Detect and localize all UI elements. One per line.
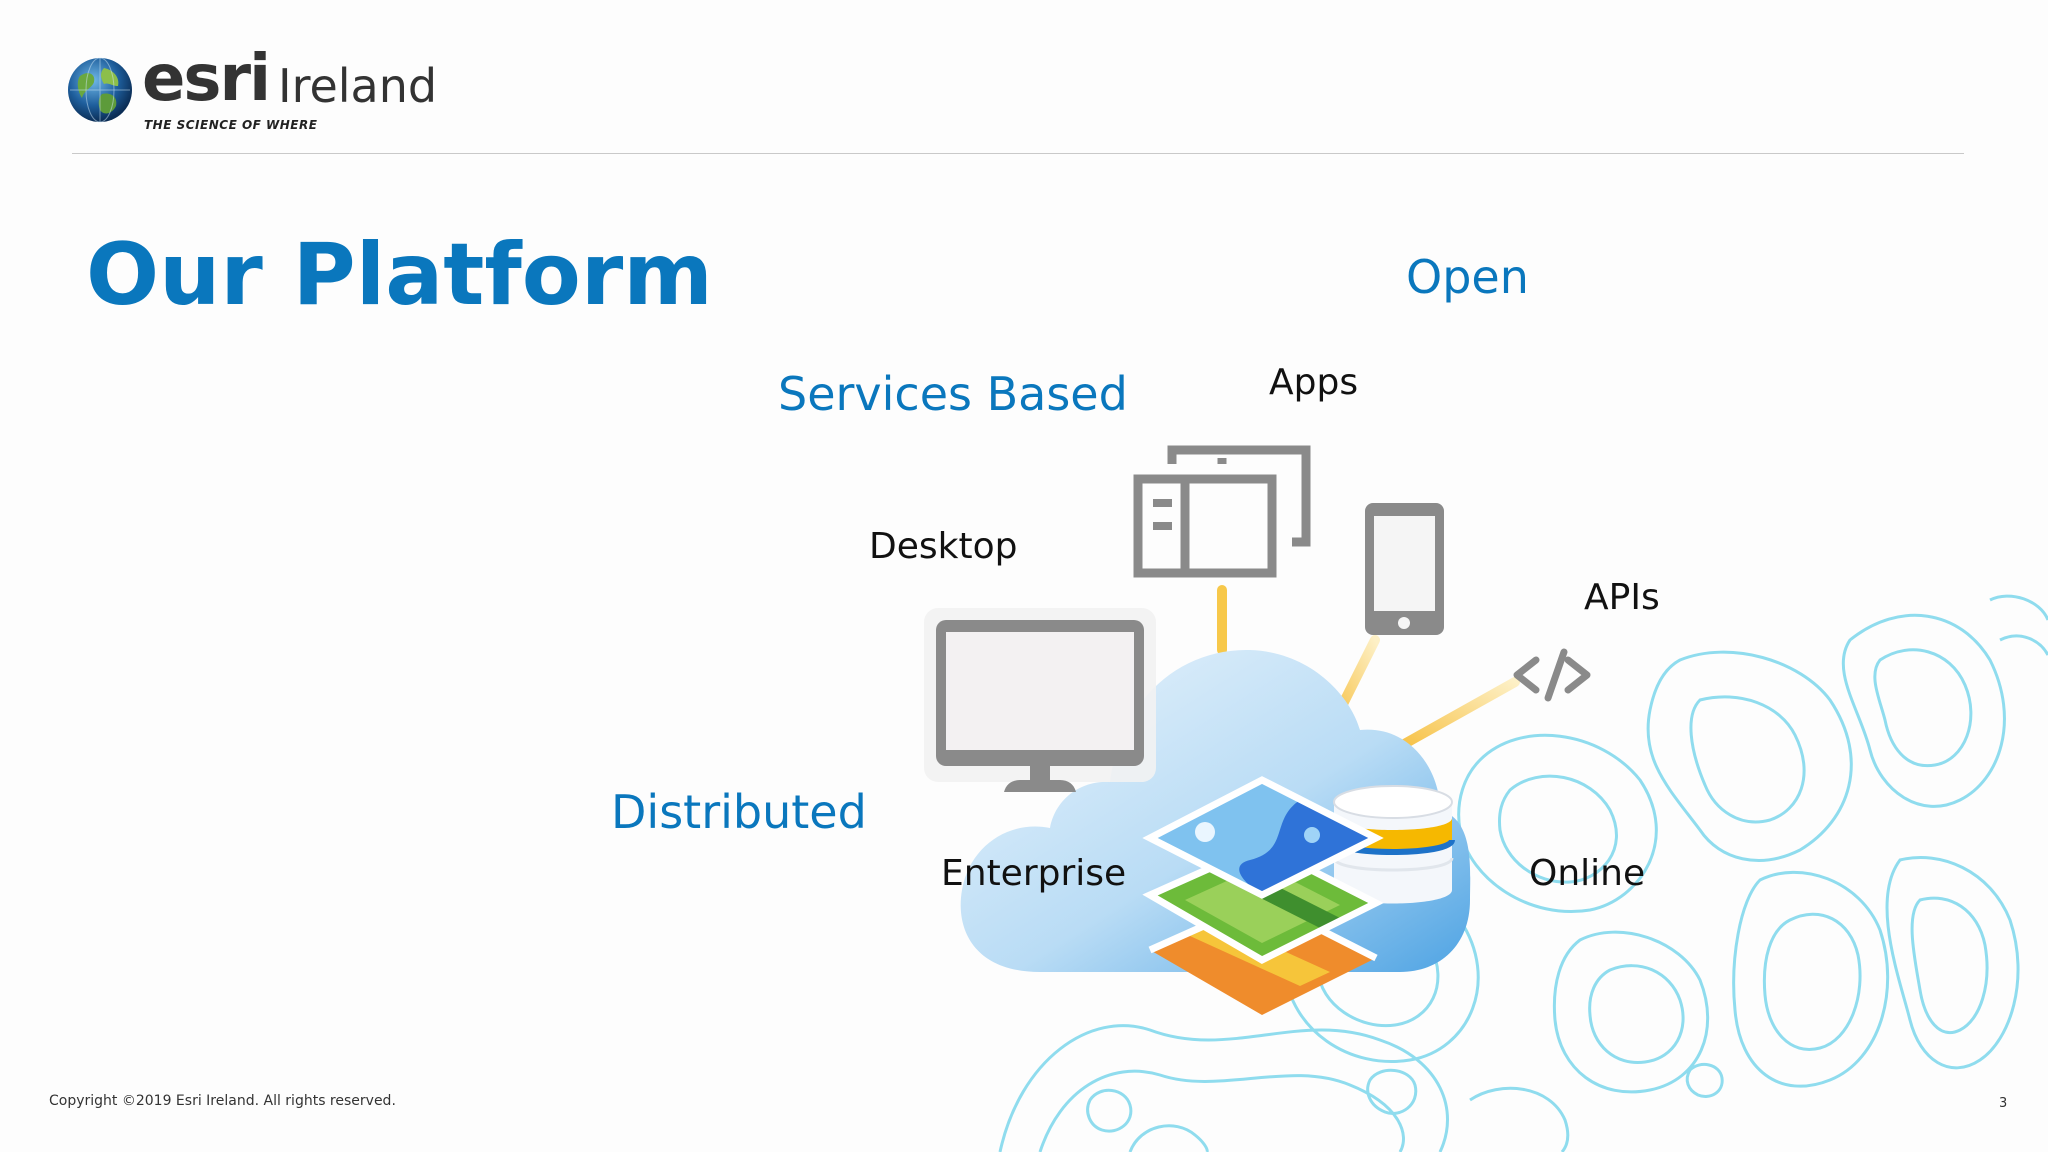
label-apps: Apps (1269, 362, 1359, 403)
logo-esri-wordmark: esri (142, 42, 271, 116)
globe-icon (68, 57, 132, 123)
concept-services-based: Services Based (778, 367, 1128, 421)
slide-title: Our Platform (86, 225, 713, 325)
logo-tagline: THE SCIENCE OF WHERE (144, 118, 318, 132)
label-desktop: Desktop (869, 526, 1018, 567)
map-layers-icon (1142, 776, 1384, 1015)
label-apis: APIs (1584, 577, 1660, 618)
api-code-icon (1513, 648, 1591, 702)
label-enterprise: Enterprise (941, 853, 1127, 894)
concept-distributed: Distributed (611, 785, 867, 839)
header-divider (72, 153, 1964, 154)
concept-open: Open (1406, 250, 1529, 304)
database-icon (1331, 785, 1455, 904)
logo-region-text: Ireland (278, 59, 438, 113)
apps-window-icon (1133, 445, 1311, 578)
page-number: 3 (1999, 1096, 2008, 1111)
label-online: Online (1529, 853, 1646, 894)
connector-apis (1385, 677, 1520, 757)
desktop-monitor-icon (924, 608, 1156, 792)
mobile-phone-icon (1365, 503, 1444, 635)
esri-ireland-logo[interactable]: esri Ireland THE SCIENCE OF WHERE (66, 42, 446, 140)
copyright-notice: Copyright ©2019 Esri Ireland. All rights… (49, 1093, 396, 1109)
